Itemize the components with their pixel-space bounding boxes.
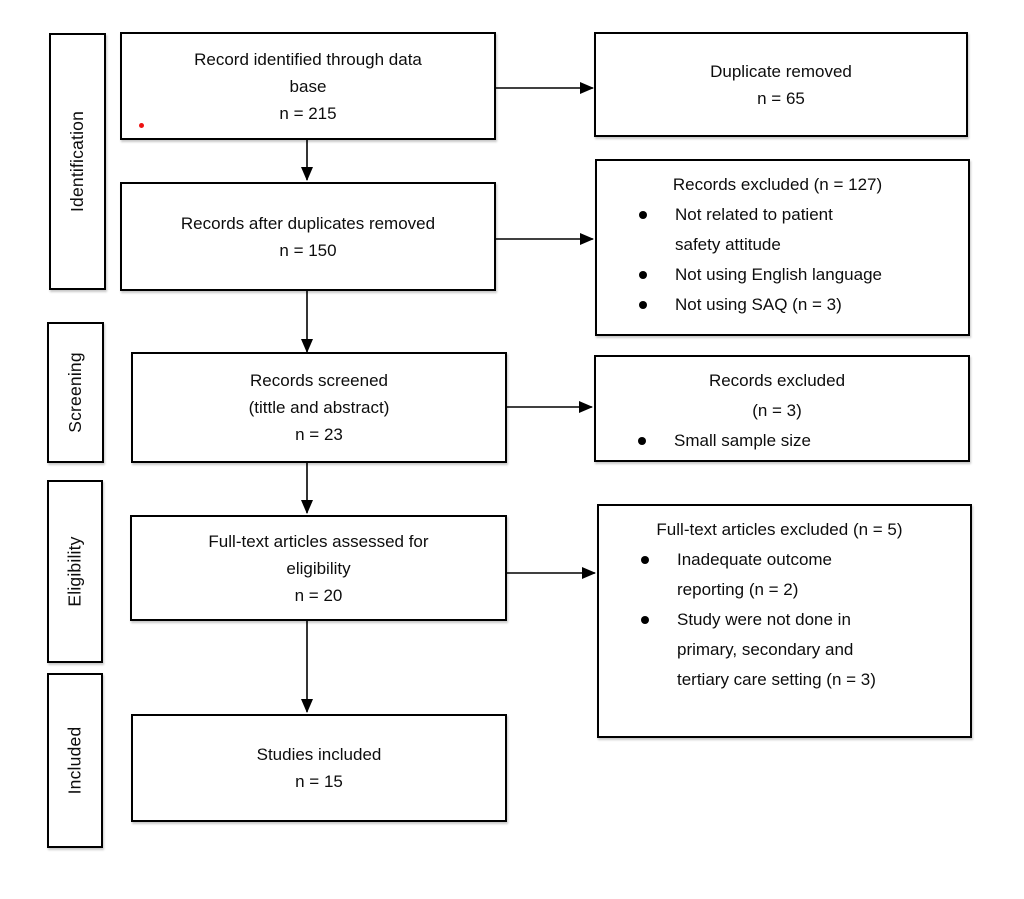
flow-box-studies-included: Studies included n = 15 — [131, 714, 507, 822]
stage-label-included: Included — [47, 673, 103, 848]
exclusion-box-fulltext-excluded-title: Full-text articles excluded (n = 5) — [656, 520, 903, 539]
exclusion-box-records-excluded-3: Records excluded (n = 3) Small sample si… — [594, 355, 970, 462]
stage-label-identification-text: Identification — [67, 110, 87, 213]
exclusion-reason: Not using SAQ (n = 3) — [639, 290, 958, 320]
exclusion-reason: Not related to patient safety attitude — [639, 200, 958, 260]
stage-label-screening: Screening — [47, 322, 104, 463]
exclusion-reason: Not using English language — [639, 260, 958, 290]
stage-label-identification: Identification — [49, 33, 106, 290]
exclusion-box-duplicate-removed: Duplicate removed n = 65 — [594, 32, 968, 137]
exclusion-box-records-excluded-127: Records excluded (n = 127) Not related t… — [595, 159, 970, 336]
stage-label-screening-text: Screening — [65, 352, 86, 433]
exclusion-box-fulltext-excluded: Full-text articles excluded (n = 5) Inad… — [597, 504, 972, 738]
exclusion-box-records-excluded-127-title: Records excluded (n = 127) — [672, 175, 883, 194]
exclusion-reason: Study were not done in primary, secondar… — [641, 605, 960, 695]
exclusion-box-records-excluded-127-list: Not related to patient safety attitude N… — [597, 200, 958, 320]
exclusion-reason: Small sample size — [638, 426, 958, 456]
flow-box-records-after-duplicates: Records after duplicates removed n = 150 — [120, 182, 496, 291]
stage-label-included-text: Included — [64, 726, 85, 795]
flow-box-records-screened: Records screened (tittle and abstract) n… — [131, 352, 507, 463]
stage-label-eligibility-text: Eligibility — [64, 536, 85, 607]
exclusion-box-records-excluded-3-list: Small sample size — [596, 426, 958, 456]
stage-label-eligibility: Eligibility — [47, 480, 103, 663]
exclusion-box-fulltext-excluded-list: Inadequate outcome reporting (n = 2) Stu… — [599, 545, 960, 695]
red-dot-marker — [139, 123, 144, 128]
flow-box-records-identified: Record identified through data base n = … — [120, 32, 496, 140]
exclusion-reason: Inadequate outcome reporting (n = 2) — [641, 545, 960, 605]
flow-box-fulltext-assessed: Full-text articles assessed for eligibil… — [130, 515, 507, 621]
exclusion-box-records-excluded-3-title: Records excluded (n = 3) — [708, 371, 846, 420]
